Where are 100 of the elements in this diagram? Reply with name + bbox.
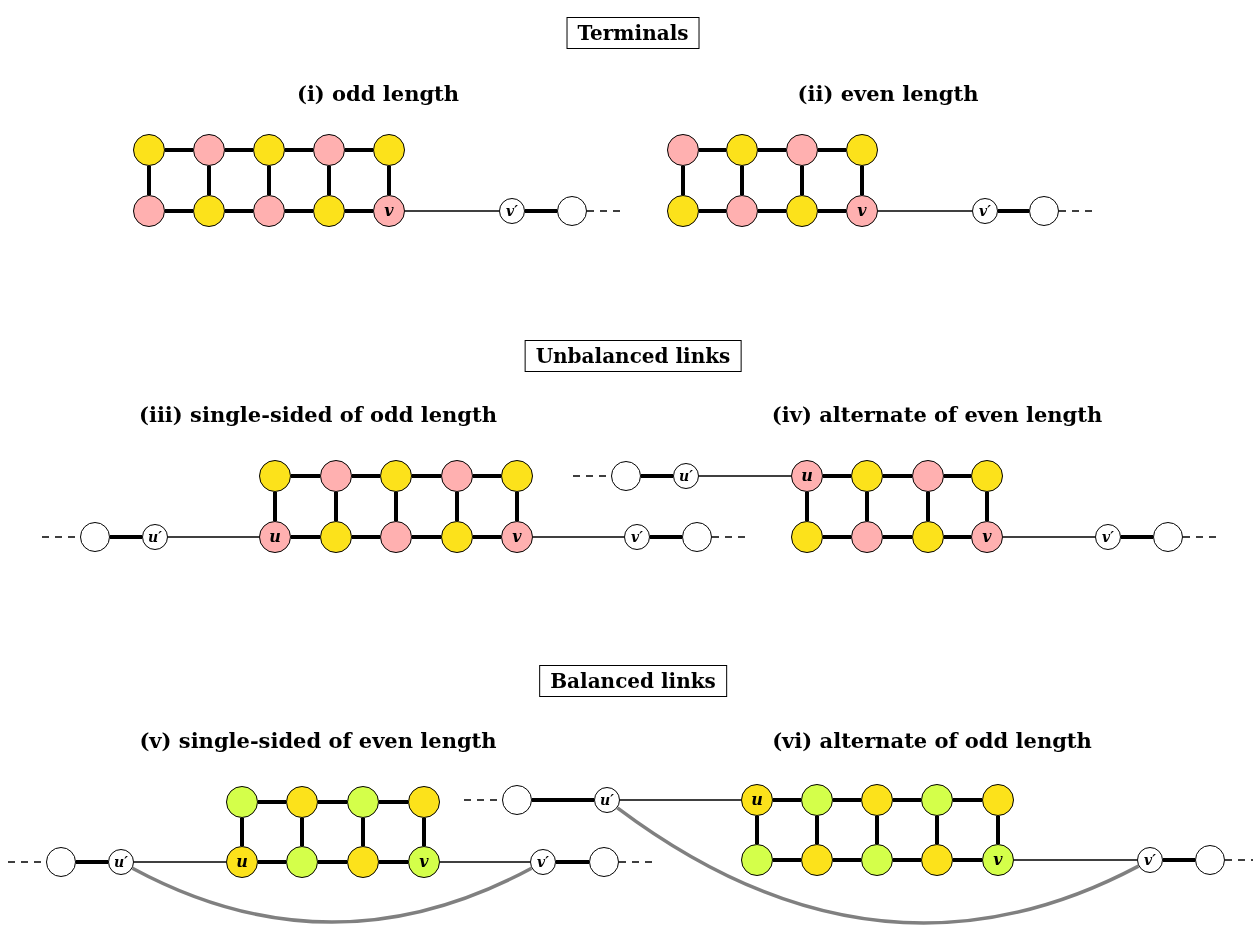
edge-line xyxy=(352,535,380,539)
vertex-circle xyxy=(441,521,473,553)
edge-line xyxy=(207,166,211,195)
edge-line xyxy=(641,474,673,478)
edge-line xyxy=(818,209,846,213)
edge-line xyxy=(823,535,851,539)
edge-line xyxy=(998,209,1029,213)
curved-edge xyxy=(131,866,533,924)
vertex-circle xyxy=(846,134,878,166)
edge-line xyxy=(758,209,786,213)
labeled-vertex-circle: v′ xyxy=(530,849,556,875)
vertex-circle xyxy=(786,134,818,166)
vertex-circle xyxy=(791,521,823,553)
vertex-circle xyxy=(1029,196,1059,226)
edge-line xyxy=(473,535,501,539)
edge-line xyxy=(532,798,594,802)
vertex-circle xyxy=(921,844,953,876)
edge-line xyxy=(352,474,380,478)
edge-line xyxy=(412,474,441,478)
labeled-vertex-circle: v′ xyxy=(972,198,998,224)
vertex-circle xyxy=(682,522,712,552)
vertex-circle xyxy=(801,784,833,816)
vertex-circle xyxy=(259,460,291,492)
edge-line xyxy=(225,148,253,152)
edge-line xyxy=(318,800,347,804)
labeled-vertex-circle: v xyxy=(982,844,1014,876)
vertex-circle xyxy=(741,844,773,876)
vertex-circle xyxy=(971,460,1003,492)
edge-line xyxy=(1163,858,1195,862)
labeled-vertex-circle: v′ xyxy=(624,524,650,550)
vertex-circle xyxy=(861,844,893,876)
edge-line xyxy=(225,209,253,213)
vertex-circle xyxy=(502,785,532,815)
edge-line xyxy=(944,474,971,478)
edge-line xyxy=(805,492,809,521)
vertex-circle xyxy=(589,847,619,877)
edge-line xyxy=(455,492,459,521)
edge-line xyxy=(345,148,373,152)
vertex-circle xyxy=(726,195,758,227)
edge-line xyxy=(258,800,286,804)
subtitle: (iv) alternate of even length xyxy=(771,401,1103,427)
edge-line xyxy=(883,535,912,539)
vertex-circle xyxy=(611,461,641,491)
vertex-circle xyxy=(912,521,944,553)
subtitle: (iii) single-sided of odd length xyxy=(138,401,498,427)
edge-line xyxy=(877,210,973,212)
edge-line xyxy=(345,209,373,213)
dashed-line xyxy=(1224,859,1254,861)
edge-line xyxy=(110,535,142,539)
edge-line xyxy=(935,816,939,844)
edge-line xyxy=(985,492,989,521)
vertex-circle xyxy=(1153,522,1183,552)
edge-line xyxy=(379,860,408,864)
edge-line xyxy=(422,818,426,846)
edge-line xyxy=(953,798,982,802)
subtitle: (vi) alternate of odd length xyxy=(772,727,1092,753)
edge-line xyxy=(532,536,625,538)
vertex-circle xyxy=(501,460,533,492)
edge-line xyxy=(525,209,557,213)
vertex-circle xyxy=(286,846,318,878)
edge-line xyxy=(823,474,851,478)
edge-line xyxy=(258,860,286,864)
vertex-circle xyxy=(193,195,225,227)
edge-line xyxy=(165,148,193,152)
edge-line xyxy=(240,818,244,846)
edge-line xyxy=(883,474,912,478)
vertex-circle xyxy=(912,460,944,492)
vertex-circle xyxy=(347,786,379,818)
labeled-vertex-circle: u′ xyxy=(108,849,134,875)
section-heading-box: Unbalanced links xyxy=(524,340,742,372)
edge-line xyxy=(473,474,501,478)
subtitle: (v) single-sided of even length xyxy=(139,727,497,753)
vertex-circle xyxy=(286,786,318,818)
edge-line xyxy=(681,166,685,195)
vertex-circle xyxy=(133,134,165,166)
labeled-vertex-circle: u xyxy=(741,784,773,816)
edge-line xyxy=(758,148,786,152)
vertex-circle xyxy=(80,522,110,552)
labeled-vertex-circle: u′ xyxy=(594,787,620,813)
vertex-circle xyxy=(193,134,225,166)
labeled-vertex-circle: v xyxy=(373,195,405,227)
vertex-circle xyxy=(667,195,699,227)
edge-line xyxy=(361,818,365,846)
vertex-circle xyxy=(557,196,587,226)
vertex-circle xyxy=(133,195,165,227)
labeled-vertex-circle: u xyxy=(259,521,291,553)
edge-line xyxy=(165,209,193,213)
vertex-circle xyxy=(46,847,76,877)
edge-line xyxy=(394,492,398,521)
vertex-circle xyxy=(441,460,473,492)
subtitle: (ii) even length xyxy=(797,80,979,106)
edge-line xyxy=(1002,536,1096,538)
vertex-circle xyxy=(347,846,379,878)
vertex-circle xyxy=(320,521,352,553)
labeled-vertex-circle: v′ xyxy=(499,198,525,224)
edge-line xyxy=(147,166,151,195)
edge-line xyxy=(755,816,759,844)
edge-line xyxy=(818,148,846,152)
edge-line xyxy=(865,492,869,521)
edge-line xyxy=(860,166,864,195)
